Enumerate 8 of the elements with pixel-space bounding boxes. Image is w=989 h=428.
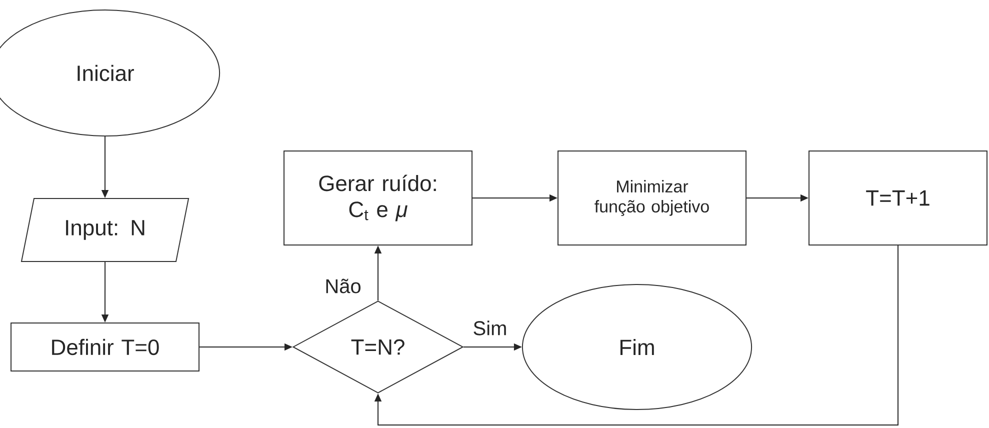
process-box: Minimizar função objetivo <box>558 150 746 246</box>
edge-label: Não <box>324 278 362 294</box>
process-box: Definir T=0 <box>10 322 200 372</box>
arrow <box>374 245 898 426</box>
edge-label: Sim <box>472 320 508 336</box>
process-box: Gerar ruído: C$_{t}$ e μ <box>284 150 472 246</box>
input-parallelogram: Input: N <box>20 198 190 262</box>
process-box: T=T+1 <box>808 150 988 246</box>
